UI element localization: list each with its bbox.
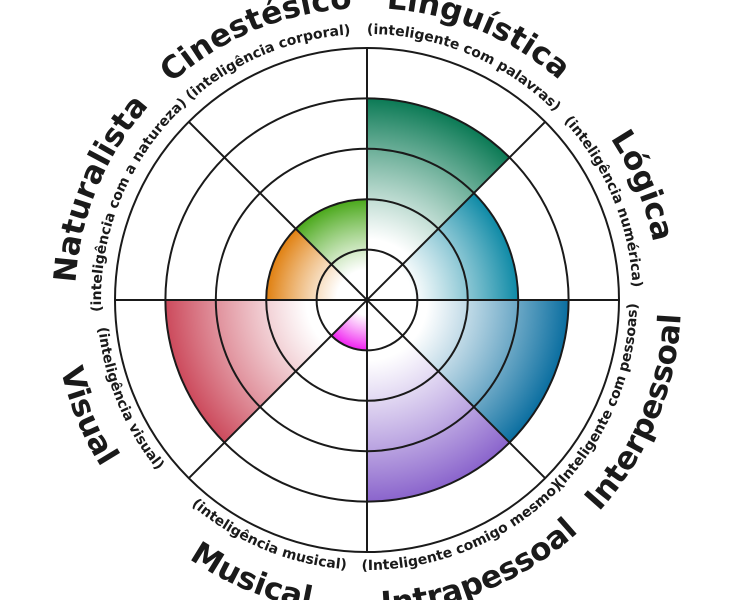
sector-fill-intrapessoal xyxy=(367,300,510,502)
spoke-line xyxy=(188,121,546,479)
sector-fill-interpessoal xyxy=(367,300,569,443)
sector-fill-logica xyxy=(367,193,519,300)
sector-fill-naturalista xyxy=(266,228,367,300)
sector-fill-musical xyxy=(331,300,367,351)
sector-title-linguistica: Linguística xyxy=(385,0,577,86)
sector-fill-linguistica xyxy=(367,98,510,301)
sector-fill-visual xyxy=(165,300,367,443)
sector-fills xyxy=(165,98,569,502)
sector-fill-cinestesico xyxy=(295,199,367,300)
wheel-grid xyxy=(114,47,620,553)
